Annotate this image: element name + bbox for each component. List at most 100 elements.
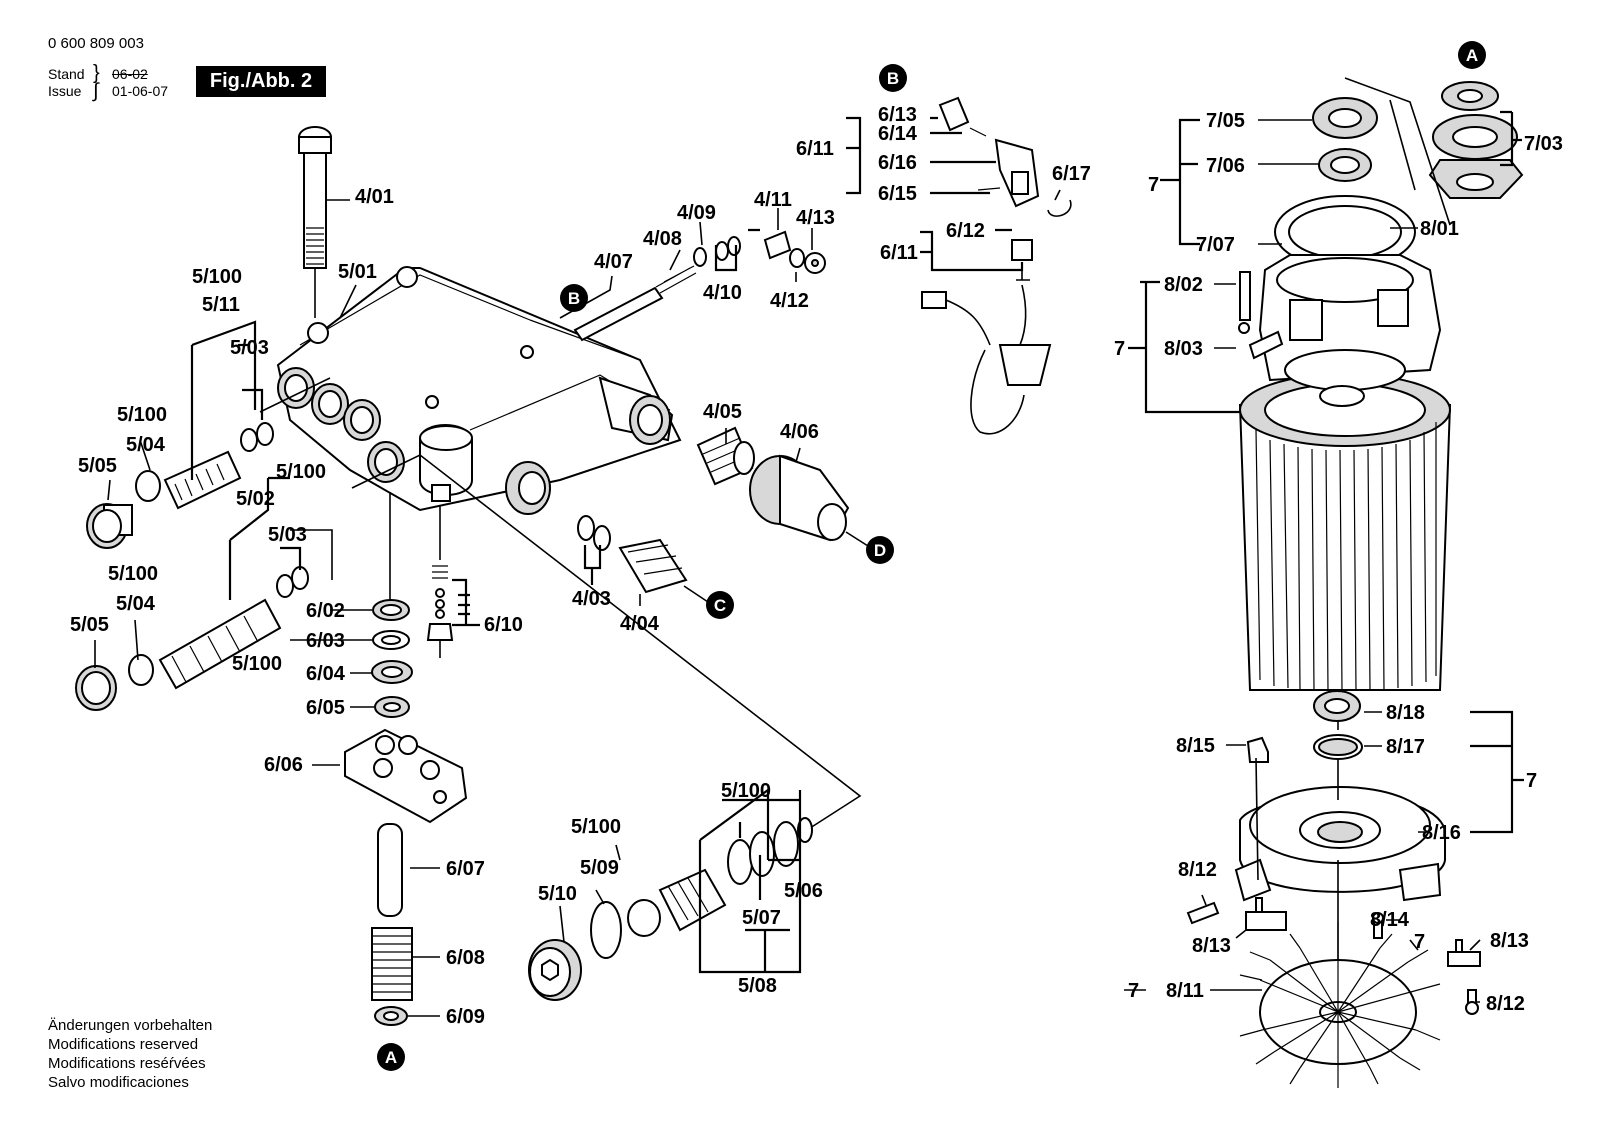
valve-parts-4 bbox=[573, 230, 826, 342]
label-8-13-a: 8/13 bbox=[1192, 935, 1231, 957]
label-7-d: 7 bbox=[1414, 931, 1425, 953]
label-7-e: 7 bbox=[1128, 980, 1139, 1002]
label-4-11: 4/11 bbox=[754, 189, 792, 211]
label-7-03: 7/03 bbox=[1524, 133, 1563, 155]
label-6-17: 6/17 bbox=[1052, 163, 1091, 185]
label-8-13-b: 8/13 bbox=[1490, 930, 1529, 952]
footer-line-de: Änderungen vorbehalten bbox=[48, 1017, 213, 1034]
connector-badges: B B A A C D bbox=[377, 41, 1486, 1071]
label-7-a: 7 bbox=[1148, 174, 1159, 196]
label-7-07: 7/07 bbox=[1196, 234, 1235, 256]
label-5-04-a: 5/04 bbox=[126, 434, 166, 456]
label-5-100-g: 5/100 bbox=[571, 816, 621, 838]
stand-date: 06-02 bbox=[112, 66, 148, 82]
label-5-01: 5/01 bbox=[338, 261, 377, 283]
assembly-guide-line bbox=[351, 454, 862, 856]
connector-b-left: B bbox=[560, 284, 588, 312]
label-5-100-e: 5/100 bbox=[232, 653, 282, 675]
valve-cartridge-upper bbox=[86, 422, 274, 549]
label-5-100-f: 5/100 bbox=[721, 780, 771, 802]
label-7-c: 7 bbox=[1526, 770, 1537, 792]
label-8-03: 8/03 bbox=[1164, 338, 1203, 360]
issue-label: Issue bbox=[48, 83, 82, 99]
label-6-06: 6/06 bbox=[264, 754, 303, 776]
label-4-05: 4/05 bbox=[703, 401, 742, 423]
label-4-10: 4/10 bbox=[703, 282, 742, 304]
label-5-06: 5/06 bbox=[784, 880, 823, 902]
connector-d: D bbox=[866, 536, 894, 564]
label-4-06: 4/06 bbox=[780, 421, 819, 443]
label-8-17: 8/17 bbox=[1386, 736, 1425, 758]
label-8-16: 8/16 bbox=[1422, 822, 1461, 844]
label-6-05: 6/05 bbox=[306, 697, 345, 719]
footer-line-es: Salvo modificaciones bbox=[48, 1074, 189, 1091]
label-6-14: 6/14 bbox=[878, 123, 918, 145]
motor-lower-parts bbox=[1186, 690, 1481, 1015]
label-5-03-a: 5/03 bbox=[230, 337, 269, 359]
label-8-18: 8/18 bbox=[1386, 702, 1425, 724]
label-8-12-a: 8/12 bbox=[1178, 859, 1217, 881]
label-6-02: 6/02 bbox=[306, 600, 345, 622]
label-5-100-b: 5/100 bbox=[117, 404, 167, 426]
brace-icon: }∫ bbox=[93, 62, 100, 102]
pump-head-body bbox=[276, 266, 682, 512]
leader-lines bbox=[94, 110, 1524, 1017]
label-5-04-b: 5/04 bbox=[116, 593, 156, 615]
motor-top-bearing bbox=[1312, 77, 1524, 226]
svg-text:B: B bbox=[887, 69, 899, 88]
piston-column bbox=[344, 492, 468, 1026]
valve-parts-4-05-06 bbox=[696, 426, 869, 547]
label-4-13: 4/13 bbox=[796, 207, 835, 229]
label-6-11-b: 6/11 bbox=[880, 242, 918, 264]
label-6-08: 6/08 bbox=[446, 947, 485, 969]
bypass-parts-6-10 bbox=[426, 505, 454, 658]
label-5-08: 5/08 bbox=[738, 975, 777, 997]
label-4-07: 4/07 bbox=[594, 251, 633, 273]
footer-line-en: Modifications reserved bbox=[48, 1036, 199, 1053]
connector-a-bottom: A bbox=[377, 1043, 405, 1071]
label-6-16: 6/16 bbox=[878, 152, 917, 174]
stand-issue-labels: Stand Issue bbox=[48, 66, 85, 100]
label-6-15: 6/15 bbox=[878, 183, 917, 205]
part-labels: 4/01 5/01 5/100 5/11 5/03 5/100 5/04 5/0… bbox=[70, 104, 1563, 1028]
connector-c: C bbox=[706, 591, 734, 619]
label-5-03-b: 5/03 bbox=[268, 524, 307, 546]
guide-line-upper bbox=[259, 377, 331, 413]
label-8-14: 8/14 bbox=[1370, 909, 1410, 931]
label-4-08: 4/08 bbox=[643, 228, 682, 250]
svg-text:B: B bbox=[568, 289, 580, 308]
label-5-07: 5/07 bbox=[742, 907, 781, 929]
label-8-01: 8/01 bbox=[1420, 218, 1459, 240]
label-6-13: 6/13 bbox=[878, 104, 917, 126]
label-4-04: 4/04 bbox=[620, 613, 660, 635]
label-6-03: 6/03 bbox=[306, 630, 345, 652]
stand-label: Stand bbox=[48, 66, 85, 82]
label-6-10: 6/10 bbox=[484, 614, 523, 636]
connector-a-top: A bbox=[1458, 41, 1486, 69]
svg-text:A: A bbox=[1466, 46, 1478, 65]
part-number: 0 600 809 003 bbox=[48, 35, 144, 52]
label-6-04: 6/04 bbox=[306, 663, 346, 685]
svg-text:D: D bbox=[874, 541, 886, 560]
motor-housing bbox=[1238, 195, 1452, 691]
label-8-12-b: 8/12 bbox=[1486, 993, 1525, 1015]
label-4-09: 4/09 bbox=[677, 202, 716, 224]
valve-cartridge-lower bbox=[75, 566, 309, 711]
cooling-fan bbox=[1239, 922, 1441, 1088]
label-5-11: 5/11 bbox=[202, 294, 240, 316]
svg-text:C: C bbox=[714, 596, 726, 615]
label-5-10: 5/10 bbox=[538, 883, 577, 905]
label-6-07: 6/07 bbox=[446, 858, 485, 880]
figure-badge: Fig./Abb. 2 bbox=[196, 66, 326, 97]
label-5-09: 5/09 bbox=[580, 857, 619, 879]
footer-line-fr: Modifications reséŕvées bbox=[48, 1055, 206, 1072]
issue-date: 01-06-07 bbox=[112, 83, 169, 99]
svg-text:A: A bbox=[385, 1048, 397, 1067]
valve-group-lower bbox=[528, 817, 813, 1001]
label-5-100-c: 5/100 bbox=[276, 461, 326, 483]
label-7-05: 7/05 bbox=[1206, 110, 1245, 132]
valve-parts-4-03-04 bbox=[505, 461, 709, 603]
label-4-12: 4/12 bbox=[770, 290, 809, 312]
